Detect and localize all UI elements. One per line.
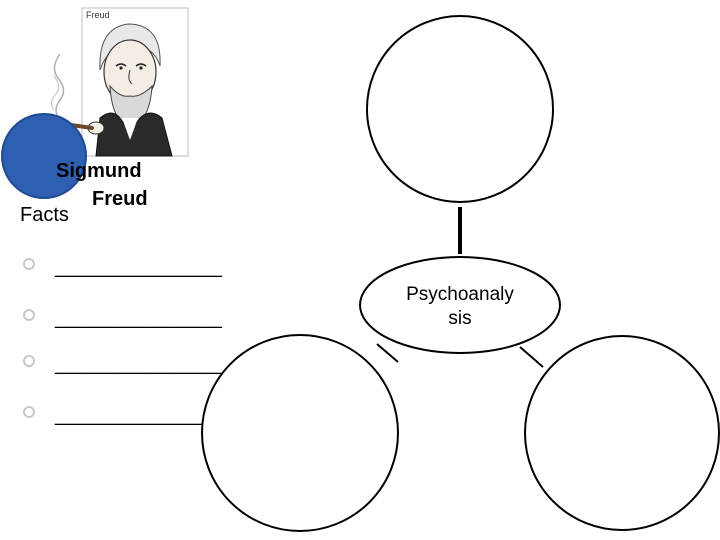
portrait-caption: Freud	[86, 10, 110, 20]
facts-bullets	[23, 258, 35, 418]
bullet-marker-3	[23, 355, 35, 367]
bullet-marker-4	[23, 406, 35, 418]
fact-blank-4: _______________	[54, 404, 223, 426]
title-sigmund: Sigmund	[56, 160, 142, 182]
connector-left	[376, 343, 399, 363]
bullet-marker-2	[23, 309, 35, 321]
center-topic-ellipse	[359, 256, 561, 354]
title-freud: Freud	[92, 188, 148, 210]
left-idea-circle	[201, 334, 399, 532]
fact-blank-3: _______________	[54, 353, 223, 375]
freud-portrait-image: Freud	[50, 7, 189, 157]
top-idea-circle	[366, 15, 554, 203]
blue-accent-circle	[1, 113, 87, 199]
fact-blank-2: _______________	[54, 307, 223, 329]
center-topic-line2: sis	[448, 308, 472, 329]
right-idea-circle	[524, 335, 720, 531]
center-topic-line1: Psychoanaly	[406, 284, 514, 305]
connector-right	[519, 346, 544, 368]
bullet-marker-1	[23, 258, 35, 270]
center-topic-label: Psychoanaly sis	[360, 283, 560, 331]
fact-blank-1: _______________	[54, 256, 223, 278]
facts-heading: Facts	[20, 204, 69, 226]
